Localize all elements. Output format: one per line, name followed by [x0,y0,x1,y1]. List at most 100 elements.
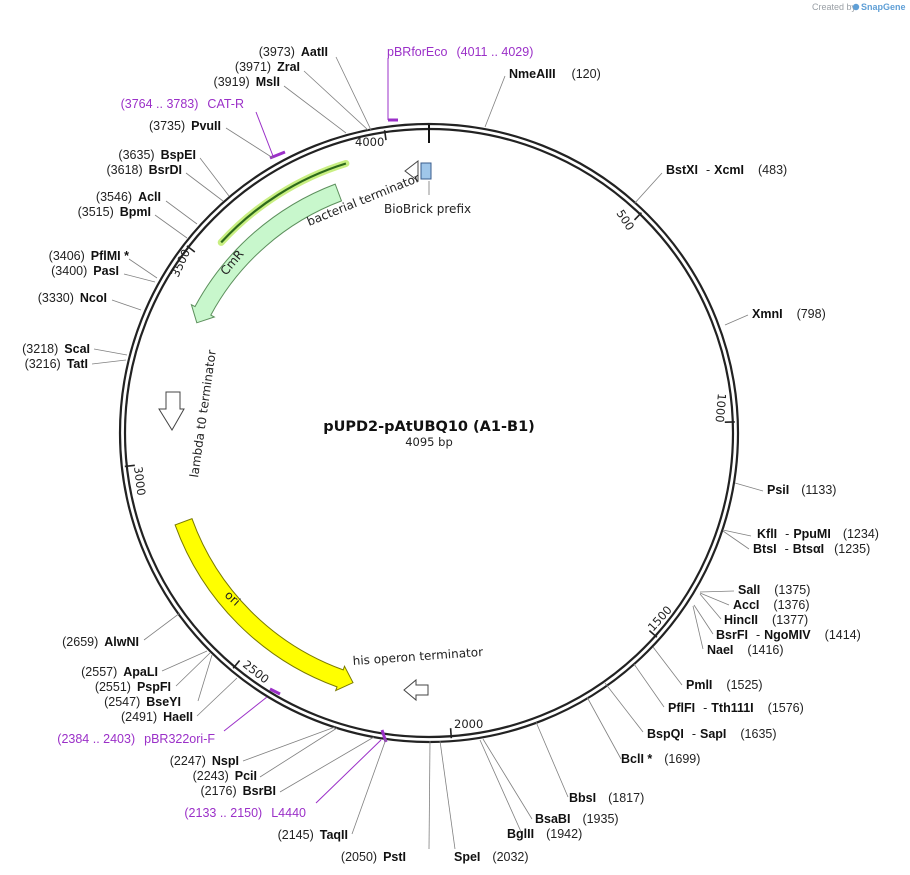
tick-mark-1500 [648,629,658,638]
enzyme-label-apali[interactable]: (2557)ApaLI [81,665,158,679]
feature-label-lambda-terminator: lambda t0 terminator [187,349,219,478]
leader-spei [439,740,456,850]
enzyme-label-nspi[interactable]: (2247)NspI [170,754,239,768]
enzyme-label-msli[interactable]: (3919)MslI [214,75,280,89]
plasmid-backbone [118,122,740,744]
leader-zrai [303,70,369,131]
primer-pbrforeco[interactable]: pBRforEco(4011 .. 4029) [387,45,533,59]
enzyme-label-zrai[interactable]: (3971)ZraI [235,60,300,74]
enzyme-label-pflfi-tth111i[interactable]: PflFI-Tth111I(1576) [668,701,804,715]
enzyme-label-psti[interactable]: (2050)PstI [341,850,406,864]
enzyme-label-bsrdi[interactable]: (3618)BsrDI [107,163,182,177]
leader-bglii [479,739,523,835]
enzyme-label-pasi[interactable]: (3400)PasI [51,264,119,278]
enzyme-label-hincii[interactable]: HincII(1377) [724,613,808,627]
credit-prefix: Created by [812,2,857,12]
leader-bbsi [535,721,569,798]
enzyme-label-bspei[interactable]: (3635)BspEI [118,148,196,162]
primers-layer: pBRforEco(4011 .. 4029) (3764 .. 3783)CA… [57,45,533,820]
enzyme-label-tati[interactable]: (3216)TatI [25,357,88,371]
enzyme-label-taqii[interactable]: (2145)TaqII [278,828,348,842]
enzyme-label-ncoi[interactable]: (3330)NcoI [38,291,107,305]
tick-label-500: 500 [613,207,637,233]
tick-label-4000: 4000 [355,135,384,149]
leader-pvuii [225,127,274,159]
leader-scai [93,348,128,356]
enzyme-label-bsrbi[interactable]: (2176)BsrBI [201,784,276,798]
enzyme-label-pvuii[interactable]: (3735)PvuII [149,119,221,133]
enzyme-label-bglii[interactable]: BglII(1942) [507,827,582,841]
leader-sali [699,590,735,593]
enzyme-label-bsrfi-ngomiv[interactable]: BsrFI-NgoMIV(1414) [716,628,861,642]
enzyme-label-alwni[interactable]: (2659)AlwNI [62,635,139,649]
enzyme-label-acci[interactable]: AccI(1376) [733,598,810,612]
enzyme-label-haeii[interactable]: (2491)HaeII [121,710,193,724]
enzyme-label-psii[interactable]: PsiI(1133) [767,483,836,497]
enzyme-label-bstxi-xcmi[interactable]: BstXI-XcmI(483) [666,163,787,177]
enzyme-label-pmli[interactable]: PmlI(1525) [686,678,763,692]
enzyme-label-bseyi[interactable]: (2547)BseYI [104,695,181,709]
feature-arrow-cmr[interactable] [190,183,343,324]
leader-tati [91,359,127,365]
leader-msli [283,85,347,134]
feature-label-his-terminator: his operon terminator [352,645,483,668]
enzyme-label-bpmi[interactable]: (3515)BpmI [78,205,151,219]
enzyme-label-bbsi[interactable]: BbsI(1817) [569,791,644,805]
leader-bsrfi [693,604,714,635]
leader-bspqi [604,682,644,733]
enzyme-label-sali[interactable]: SalI(1375) [738,583,810,597]
enzyme-label-bcli[interactable]: BclI *(1699) [621,752,700,766]
feature-box-biobrick-prefix[interactable] [420,162,432,180]
primer-leader-l4440 [315,739,382,804]
enzyme-label-aatii[interactable]: (3973)AatII [259,45,328,59]
leader-bpmi [154,214,188,239]
enzyme-label-pflmi[interactable]: (3406)PflMI * [49,249,129,263]
tick-label-1000: 1000 [712,393,728,423]
enzyme-label-pcii[interactable]: (2243)PciI [193,769,257,783]
leader-alwni [143,612,181,641]
feature-arrow-lambda-terminator[interactable] [158,391,185,431]
enzyme-label-acli[interactable]: (3546)AclI [96,190,161,204]
leader-acli [165,200,198,225]
tick-mark-4000 [383,130,387,141]
enzyme-label-naei[interactable]: NaeI(1416) [707,643,784,657]
leader-hincii [699,593,722,620]
plasmid-name: pUPD2-pAtUBQ10 (A1-B1) [323,419,535,435]
features-layer [158,159,432,702]
primer-pbr322ori-f[interactable]: (2384 .. 2403)pBR322ori-F [57,732,215,746]
enzyme-label-kfli-ppumi[interactable]: KflI-PpuMI(1234) [757,527,879,541]
feature-arrow-his-terminator[interactable] [403,678,429,702]
primer-cat-r[interactable]: (3764 .. 3783)CAT-R [121,97,244,111]
primer-l4440[interactable]: (2133 .. 2150)L4440 [184,806,306,820]
enzyme-label-pspfi[interactable]: (2551)PspFI [95,680,171,694]
leader-taqii [351,738,387,835]
enzyme-label-bsabi[interactable]: BsaBI(1935) [535,812,619,826]
leader-pmli [652,646,683,686]
enzyme-label-bspqi-sapi[interactable]: BspQI-SapI(1635) [647,727,777,741]
leader-ncoi [111,299,142,311]
leader-bstxi [633,172,663,205]
tick-mark-3500 [186,245,196,253]
tick-mark-500 [633,212,642,221]
cmr-highlight-arc [220,162,347,244]
enzyme-label-nmeaiii[interactable]: NmeAIII(120) [509,67,601,81]
primer-leader-cat-r [255,111,274,157]
leader-bsrdi [185,172,224,202]
backbone-outer-ring [118,122,740,744]
snapgene-credit: Created by SnapGene [812,2,906,12]
feature-arrow-bacterial-terminator[interactable] [404,159,419,183]
leader-pflmi [128,258,158,279]
feature-arrow-ori[interactable] [174,518,354,692]
leader-pcii [259,727,338,778]
enzyme-label-xmni[interactable]: XmnI(798) [752,307,826,321]
enzyme-leaders [91,56,764,850]
leader-bsabi [482,738,533,820]
feature-label-biobrick-prefix: BioBrick prefix [384,202,471,216]
enzyme-label-spei[interactable]: SpeI(2032) [454,850,529,864]
leader-pasi [123,273,156,283]
leader-nspi [242,726,336,762]
enzyme-label-scai[interactable]: (3218)ScaI [22,342,90,356]
enzyme-label-btsi-btsai[interactable]: BtsI-BtsαI(1235) [753,542,870,556]
leader-pspfi [175,652,211,687]
